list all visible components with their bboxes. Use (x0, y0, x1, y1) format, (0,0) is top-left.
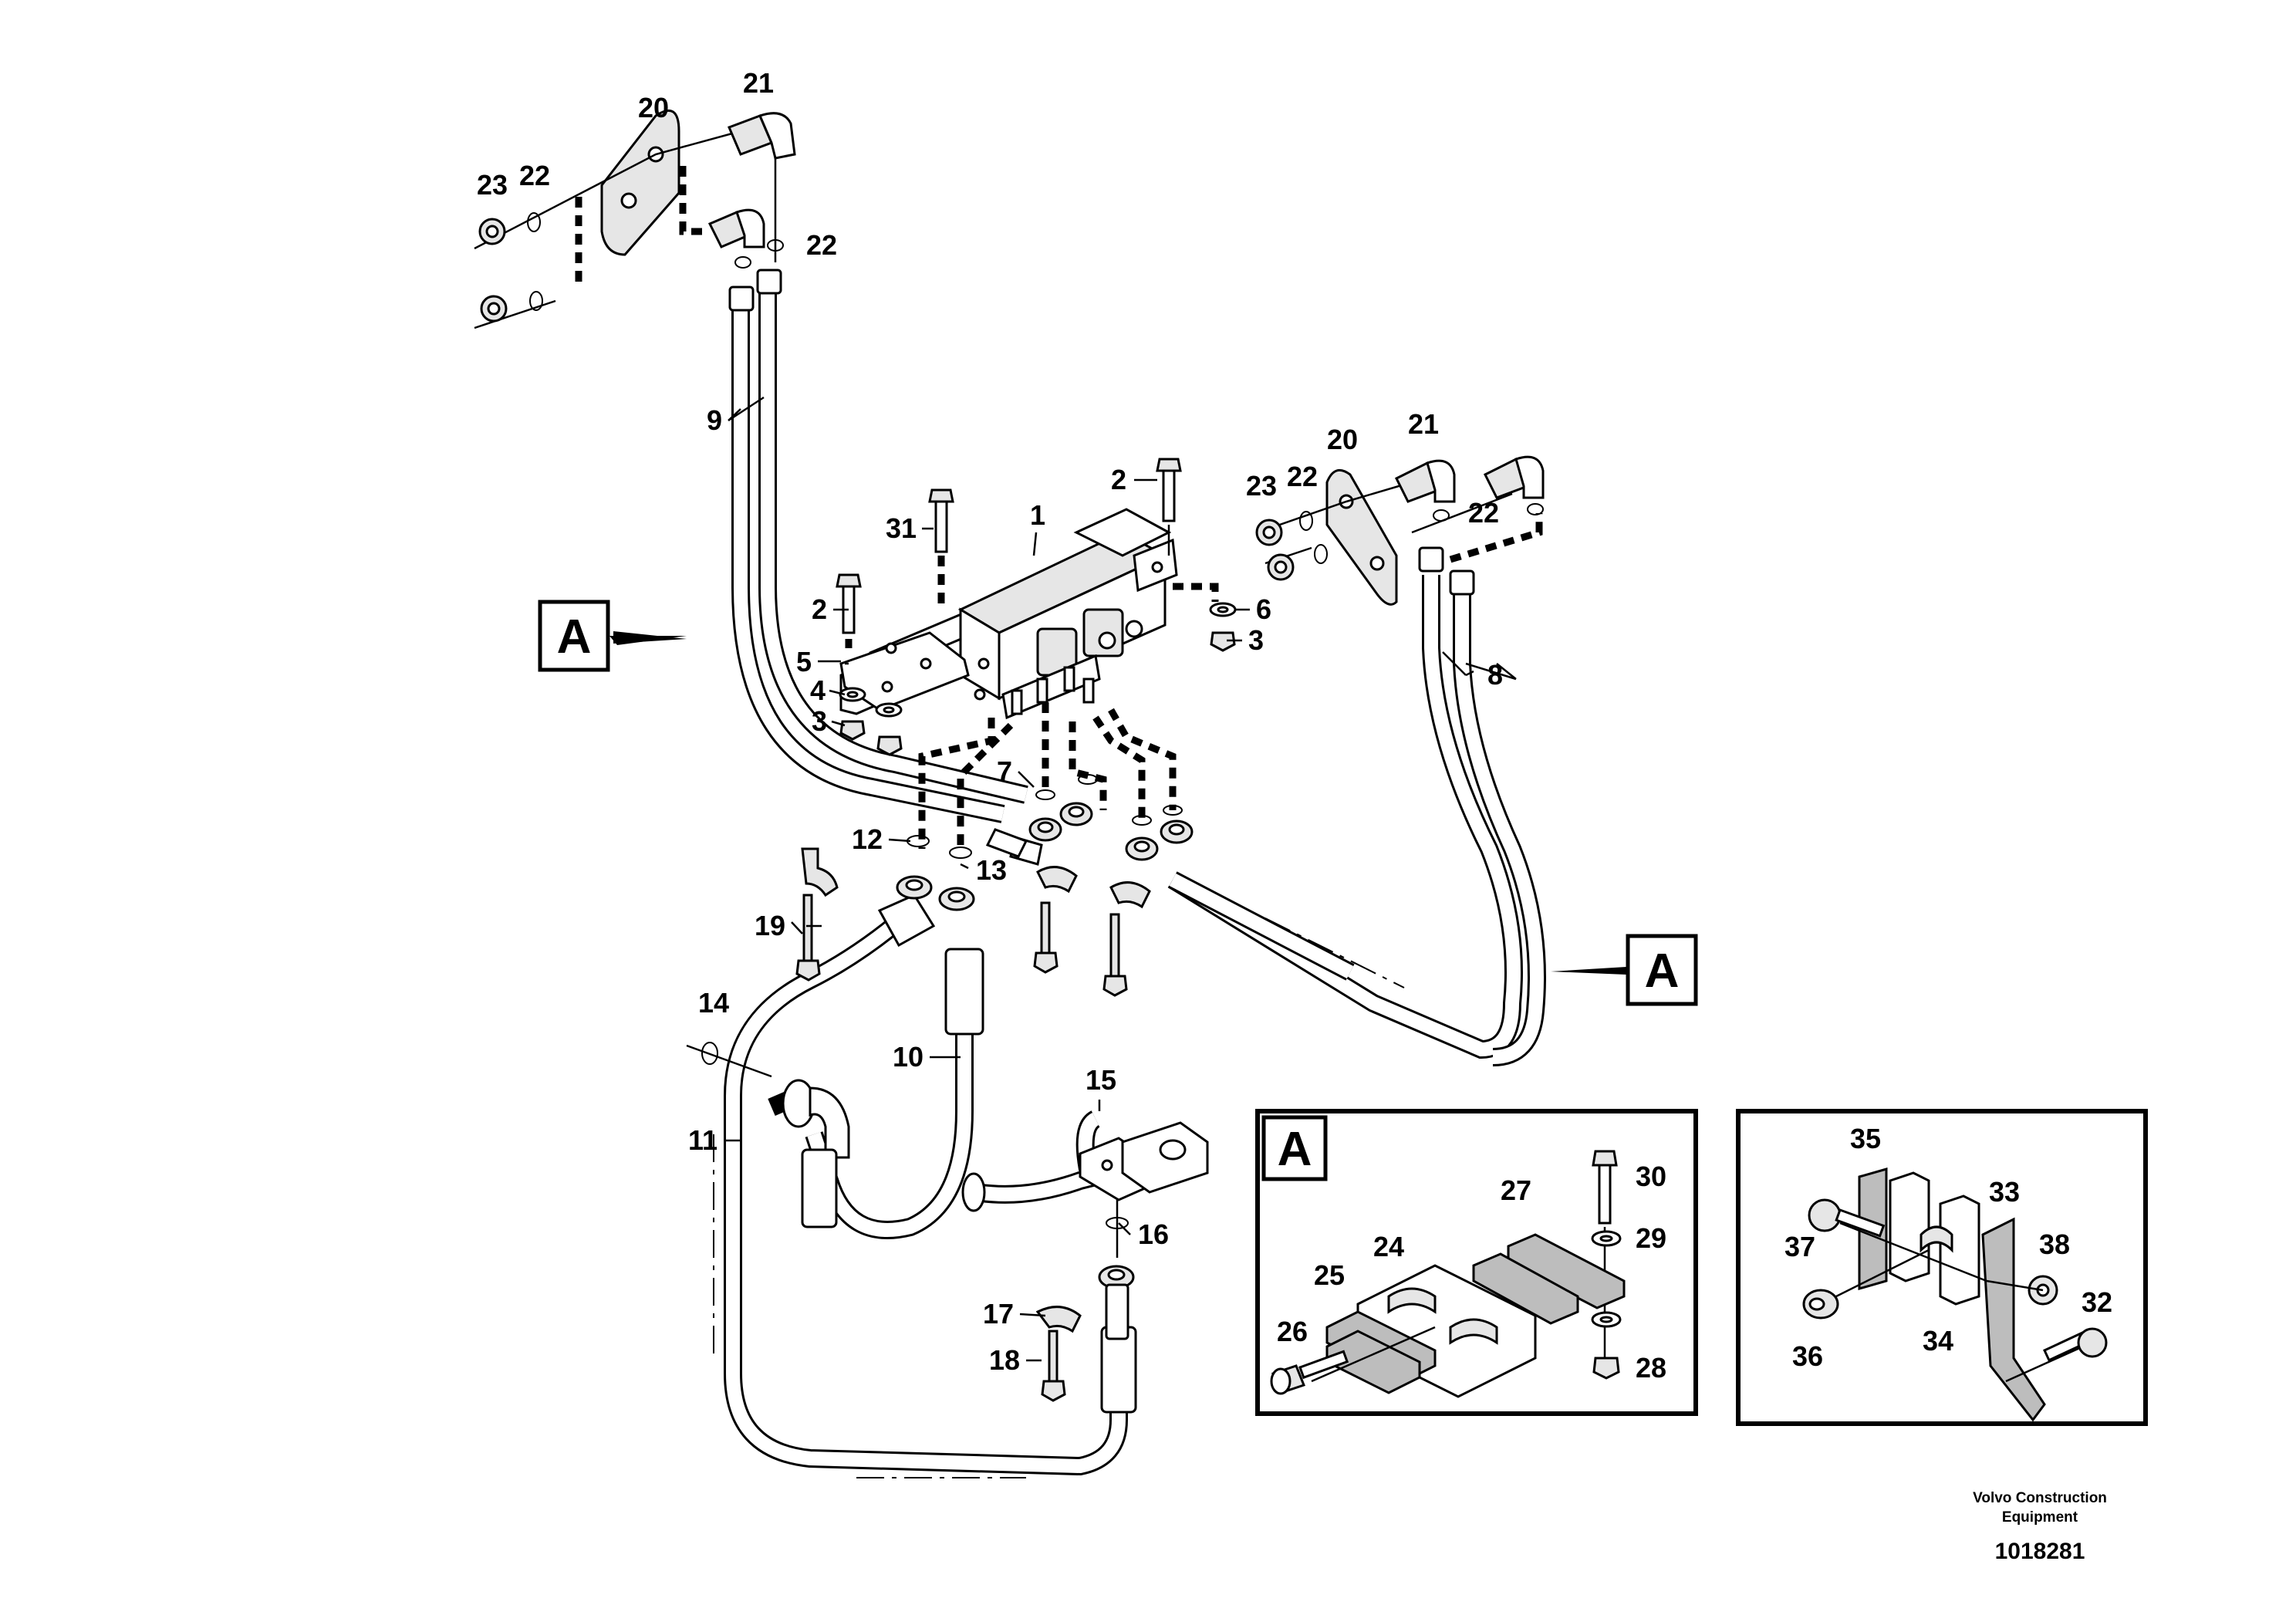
hose-10-sleeve (944, 948, 984, 1036)
callout-27: 27 (1501, 1174, 1531, 1206)
callout-21-left: 21 (743, 67, 774, 99)
hose-11 (724, 911, 1128, 1476)
detail-frame-a-label: A (1278, 1123, 1312, 1176)
callout-4: 4 (810, 674, 826, 706)
fitting-16 (1098, 1265, 1135, 1340)
callout-1: 1 (1030, 499, 1045, 531)
callout-16: 16 (1138, 1218, 1169, 1250)
nut-23-left (478, 218, 508, 323)
callout-17: 17 (983, 1298, 1014, 1330)
bracket-20-left (600, 109, 680, 256)
nut-3-right (1210, 631, 1236, 652)
washer-4 (839, 687, 903, 718)
credit-line-2: Equipment (2002, 1509, 2078, 1526)
clamp-17 (1035, 1306, 1082, 1402)
hose-8-fitting-b (1449, 569, 1475, 596)
callout-12: 12 (852, 823, 883, 855)
callout-22-left: 22 (806, 229, 837, 261)
washer-22-right (1299, 511, 1328, 564)
callout-23-right: 23 (1246, 470, 1277, 502)
bolt-2-left (836, 573, 862, 634)
o-ring-12 (907, 835, 930, 847)
hose-11-sleeve-top (877, 894, 936, 948)
callout-7: 7 (997, 755, 1012, 787)
callout-37: 37 (1784, 1231, 1815, 1262)
clamp-19 (795, 847, 839, 982)
hose-8-fitting-a (1418, 546, 1444, 573)
elbow-11 (768, 1079, 850, 1228)
nut-23-right (1255, 519, 1295, 581)
view-tag-a-right-label: A (1645, 944, 1680, 998)
callout-35: 35 (1850, 1123, 1881, 1154)
document-number: 1018281 (1995, 1539, 2085, 1564)
detail-frame-b (1736, 1109, 2148, 1426)
callout-20-right: 20 (1327, 424, 1358, 455)
hose-9 (731, 289, 1028, 823)
callouts: 1 2 2 31 5 4 3 6 3 7 8 9 10 11 12 13 14 … (477, 67, 2112, 1384)
washer-22-left (527, 212, 543, 311)
bolt-2-right (1156, 458, 1182, 522)
hose-9-fitting-b (756, 269, 782, 295)
o-ring-7 (1035, 789, 1055, 800)
callout-28: 28 (1636, 1352, 1666, 1384)
view-tag-a-right: A (1551, 934, 1698, 1006)
leader-lines (724, 396, 1517, 1362)
swivel-fittings (896, 802, 1194, 911)
callout-22-right-top: 22 (1287, 461, 1318, 492)
o-ring-7d (1163, 805, 1183, 816)
elbow-21-left (707, 112, 796, 248)
o-ring-7b (1078, 774, 1098, 785)
hose-10 (805, 965, 974, 1239)
credit-line-1: Volvo Construction (1973, 1490, 2107, 1506)
callout-31: 31 (886, 512, 917, 544)
callout-22-right: 22 (1468, 497, 1499, 529)
o-ring-13 (949, 846, 972, 859)
callout-9: 9 (707, 404, 722, 436)
clamp-row (1033, 866, 1151, 997)
callout-6: 6 (1256, 593, 1271, 625)
callout-11: 11 (688, 1124, 718, 1156)
callout-3-right: 3 (1248, 624, 1264, 656)
nut-3-left (839, 720, 903, 756)
washer-6 (1209, 602, 1237, 617)
callout-19: 19 (755, 910, 785, 941)
o-ring-7c (1132, 815, 1152, 826)
bolt-31 (928, 488, 954, 553)
callout-23-left: 23 (477, 169, 508, 201)
hose-8 (1167, 575, 1546, 1066)
callout-29: 29 (1636, 1222, 1666, 1254)
callout-10: 10 (893, 1041, 923, 1073)
callout-22-left-top: 22 (519, 160, 550, 191)
callout-15: 15 (1086, 1064, 1116, 1096)
plate-5 (839, 631, 970, 711)
callout-14: 14 (698, 987, 729, 1019)
callout-36: 36 (1792, 1340, 1823, 1372)
callout-21-right: 21 (1408, 408, 1439, 440)
o-ring-14 (701, 1042, 718, 1065)
callout-5: 5 (796, 646, 812, 678)
callout-8: 8 (1487, 659, 1503, 691)
elbow-21-right (1394, 455, 1545, 503)
callout-20-left: 20 (638, 92, 669, 123)
callout-18: 18 (989, 1344, 1020, 1376)
detail-frame-a: A (1255, 1109, 1698, 1416)
view-tag-a-left: A (538, 600, 687, 672)
callout-24: 24 (1373, 1231, 1404, 1262)
callout-25: 25 (1314, 1259, 1345, 1291)
callout-2-right: 2 (1111, 464, 1126, 495)
hose-9-fitting-a (728, 286, 755, 312)
callout-30: 30 (1636, 1161, 1666, 1192)
callout-13: 13 (976, 854, 1007, 886)
pipe-15 (961, 1110, 1209, 1212)
callout-2-left: 2 (812, 593, 827, 625)
view-tag-a-left-label: A (557, 610, 592, 664)
callout-33: 33 (1989, 1176, 2020, 1208)
callout-38: 38 (2039, 1228, 2070, 1260)
callout-32: 32 (2082, 1286, 2112, 1318)
callout-26: 26 (1277, 1316, 1308, 1347)
callout-34: 34 (1923, 1325, 1953, 1357)
callout-3-left: 3 (812, 705, 827, 737)
